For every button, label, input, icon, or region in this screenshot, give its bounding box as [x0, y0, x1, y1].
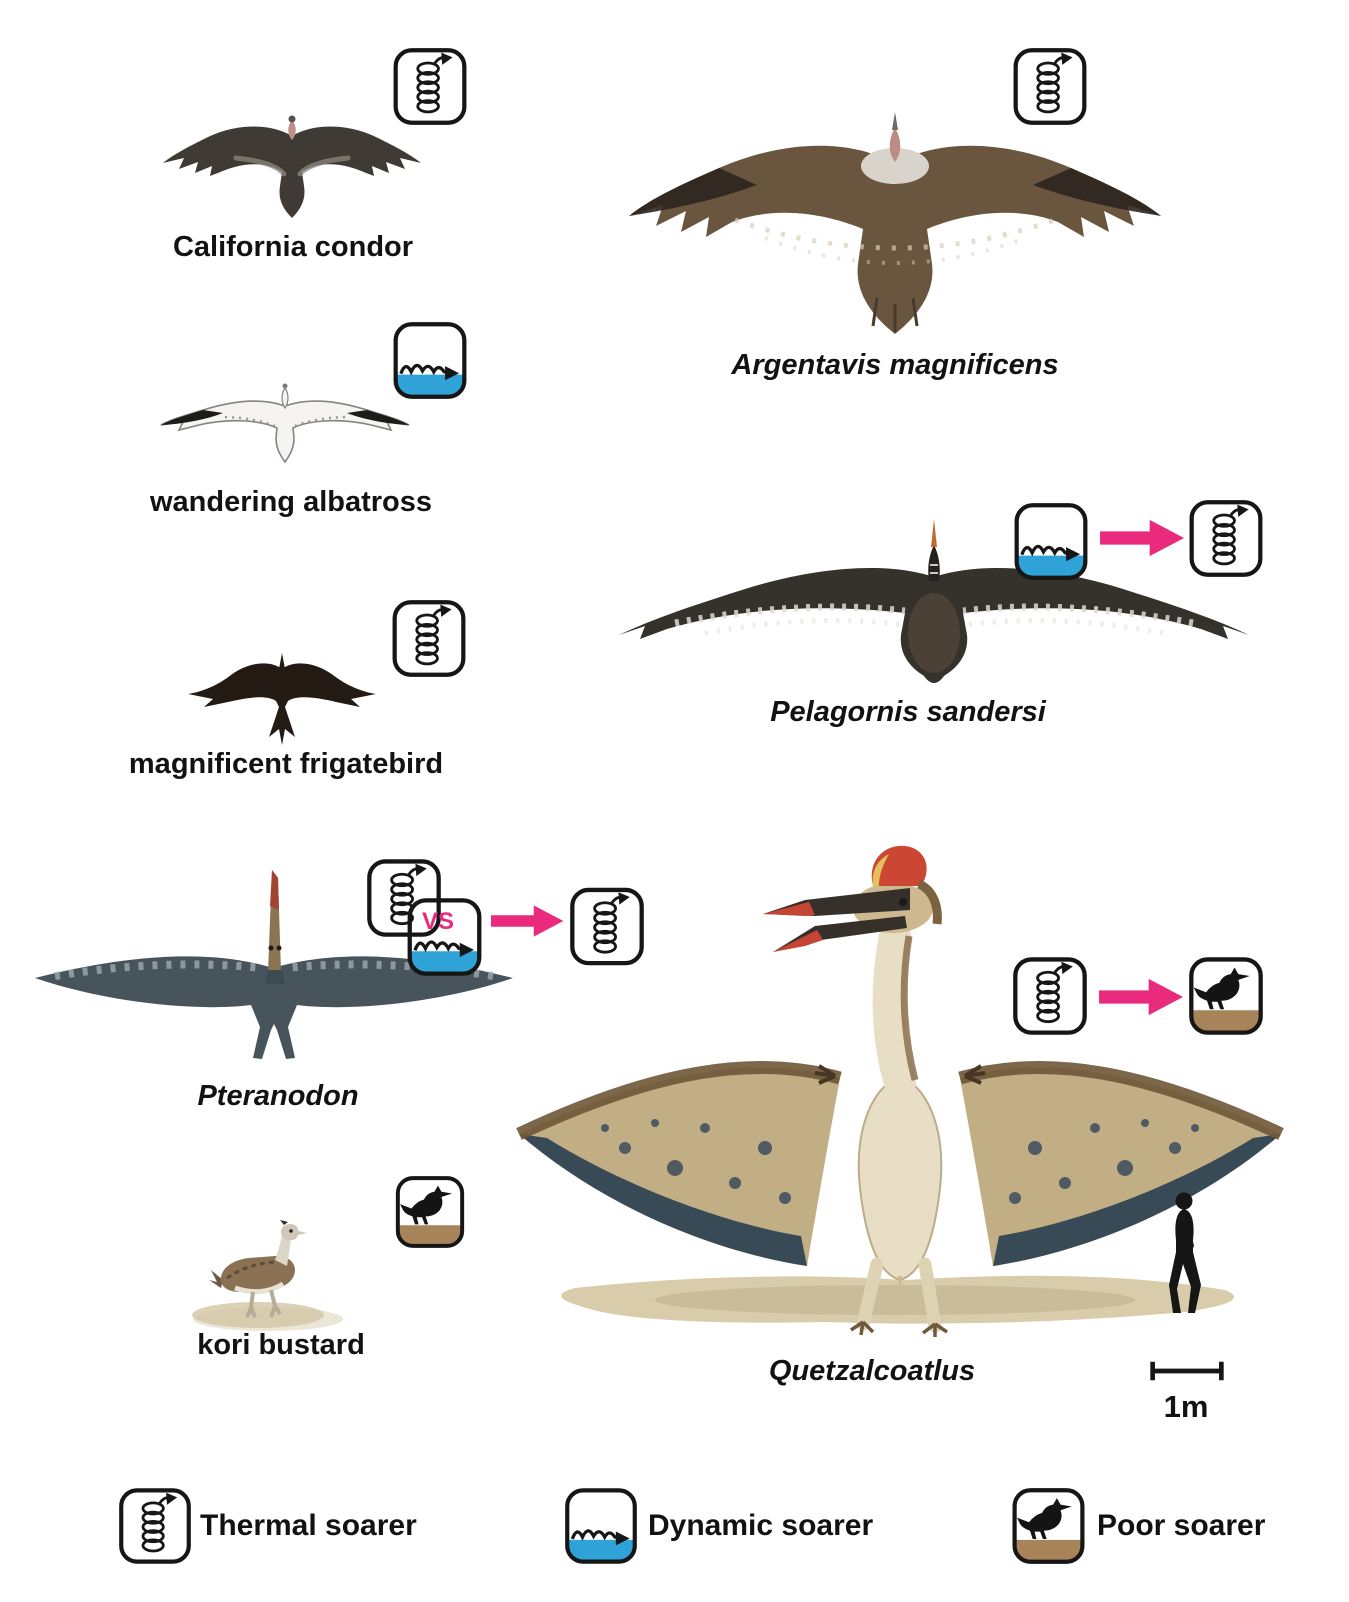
thermal-soarer-icon	[1012, 47, 1088, 126]
poor-soarer-icon	[1010, 1487, 1087, 1565]
quetzalcoatlus-illustration	[516, 845, 1284, 1337]
thermal-soarer-icon	[392, 47, 468, 126]
magnificent-frigatebird-label: magnificent frigatebird	[128, 748, 444, 780]
argentavis-illustration	[629, 112, 1161, 334]
thermal-soarer-icon	[118, 1487, 192, 1565]
magnificent-frigatebird-illustration	[188, 653, 376, 745]
wandering-albatross-illustration	[160, 383, 410, 464]
thermal-soarer-icon	[391, 599, 467, 678]
scale-bar	[1150, 1361, 1224, 1381]
thermal-soarer-icon	[569, 886, 645, 967]
pelagornis-illustration	[619, 519, 1249, 683]
california-condor-illustration	[163, 115, 421, 218]
california-condor-label: California condor	[172, 231, 414, 263]
revision-arrow-icon	[1100, 517, 1186, 559]
quetzalcoatlus-label: Quetzalcoatlus	[768, 1355, 976, 1387]
vs-label: VS	[421, 908, 455, 935]
kori-bustard-illustration	[192, 1220, 343, 1331]
human-silhouette	[1169, 1192, 1201, 1313]
pelagornis-label: Pelagornis sandersi	[770, 696, 1046, 728]
wandering-albatross-label: wandering albatross	[149, 486, 433, 518]
poor-soarer-icon	[393, 1175, 467, 1249]
pteranodon-label: Pteranodon	[197, 1080, 359, 1112]
thermal-soarer-icon	[1012, 956, 1088, 1036]
legend-dynamic-label: Dynamic soarer	[648, 1509, 874, 1542]
thermal-soarer-icon	[1188, 499, 1264, 578]
dynamic-soarer-icon	[1013, 502, 1089, 581]
argentavis-label: Argentavis magnificens	[731, 349, 1059, 381]
scale-bar-label: 1m	[1163, 1389, 1209, 1424]
pteranodon-illustration	[35, 870, 513, 1059]
poor-soarer-icon	[1188, 956, 1264, 1036]
revision-arrow-icon	[1098, 976, 1186, 1018]
revision-arrow-icon	[491, 901, 565, 941]
kori-bustard-label: kori bustard	[197, 1329, 365, 1361]
dynamic-soarer-icon	[392, 321, 468, 400]
legend-thermal-label: Thermal soarer	[200, 1509, 417, 1542]
dynamic-soarer-icon	[564, 1487, 638, 1565]
legend-poor-label: Poor soarer	[1097, 1509, 1266, 1542]
